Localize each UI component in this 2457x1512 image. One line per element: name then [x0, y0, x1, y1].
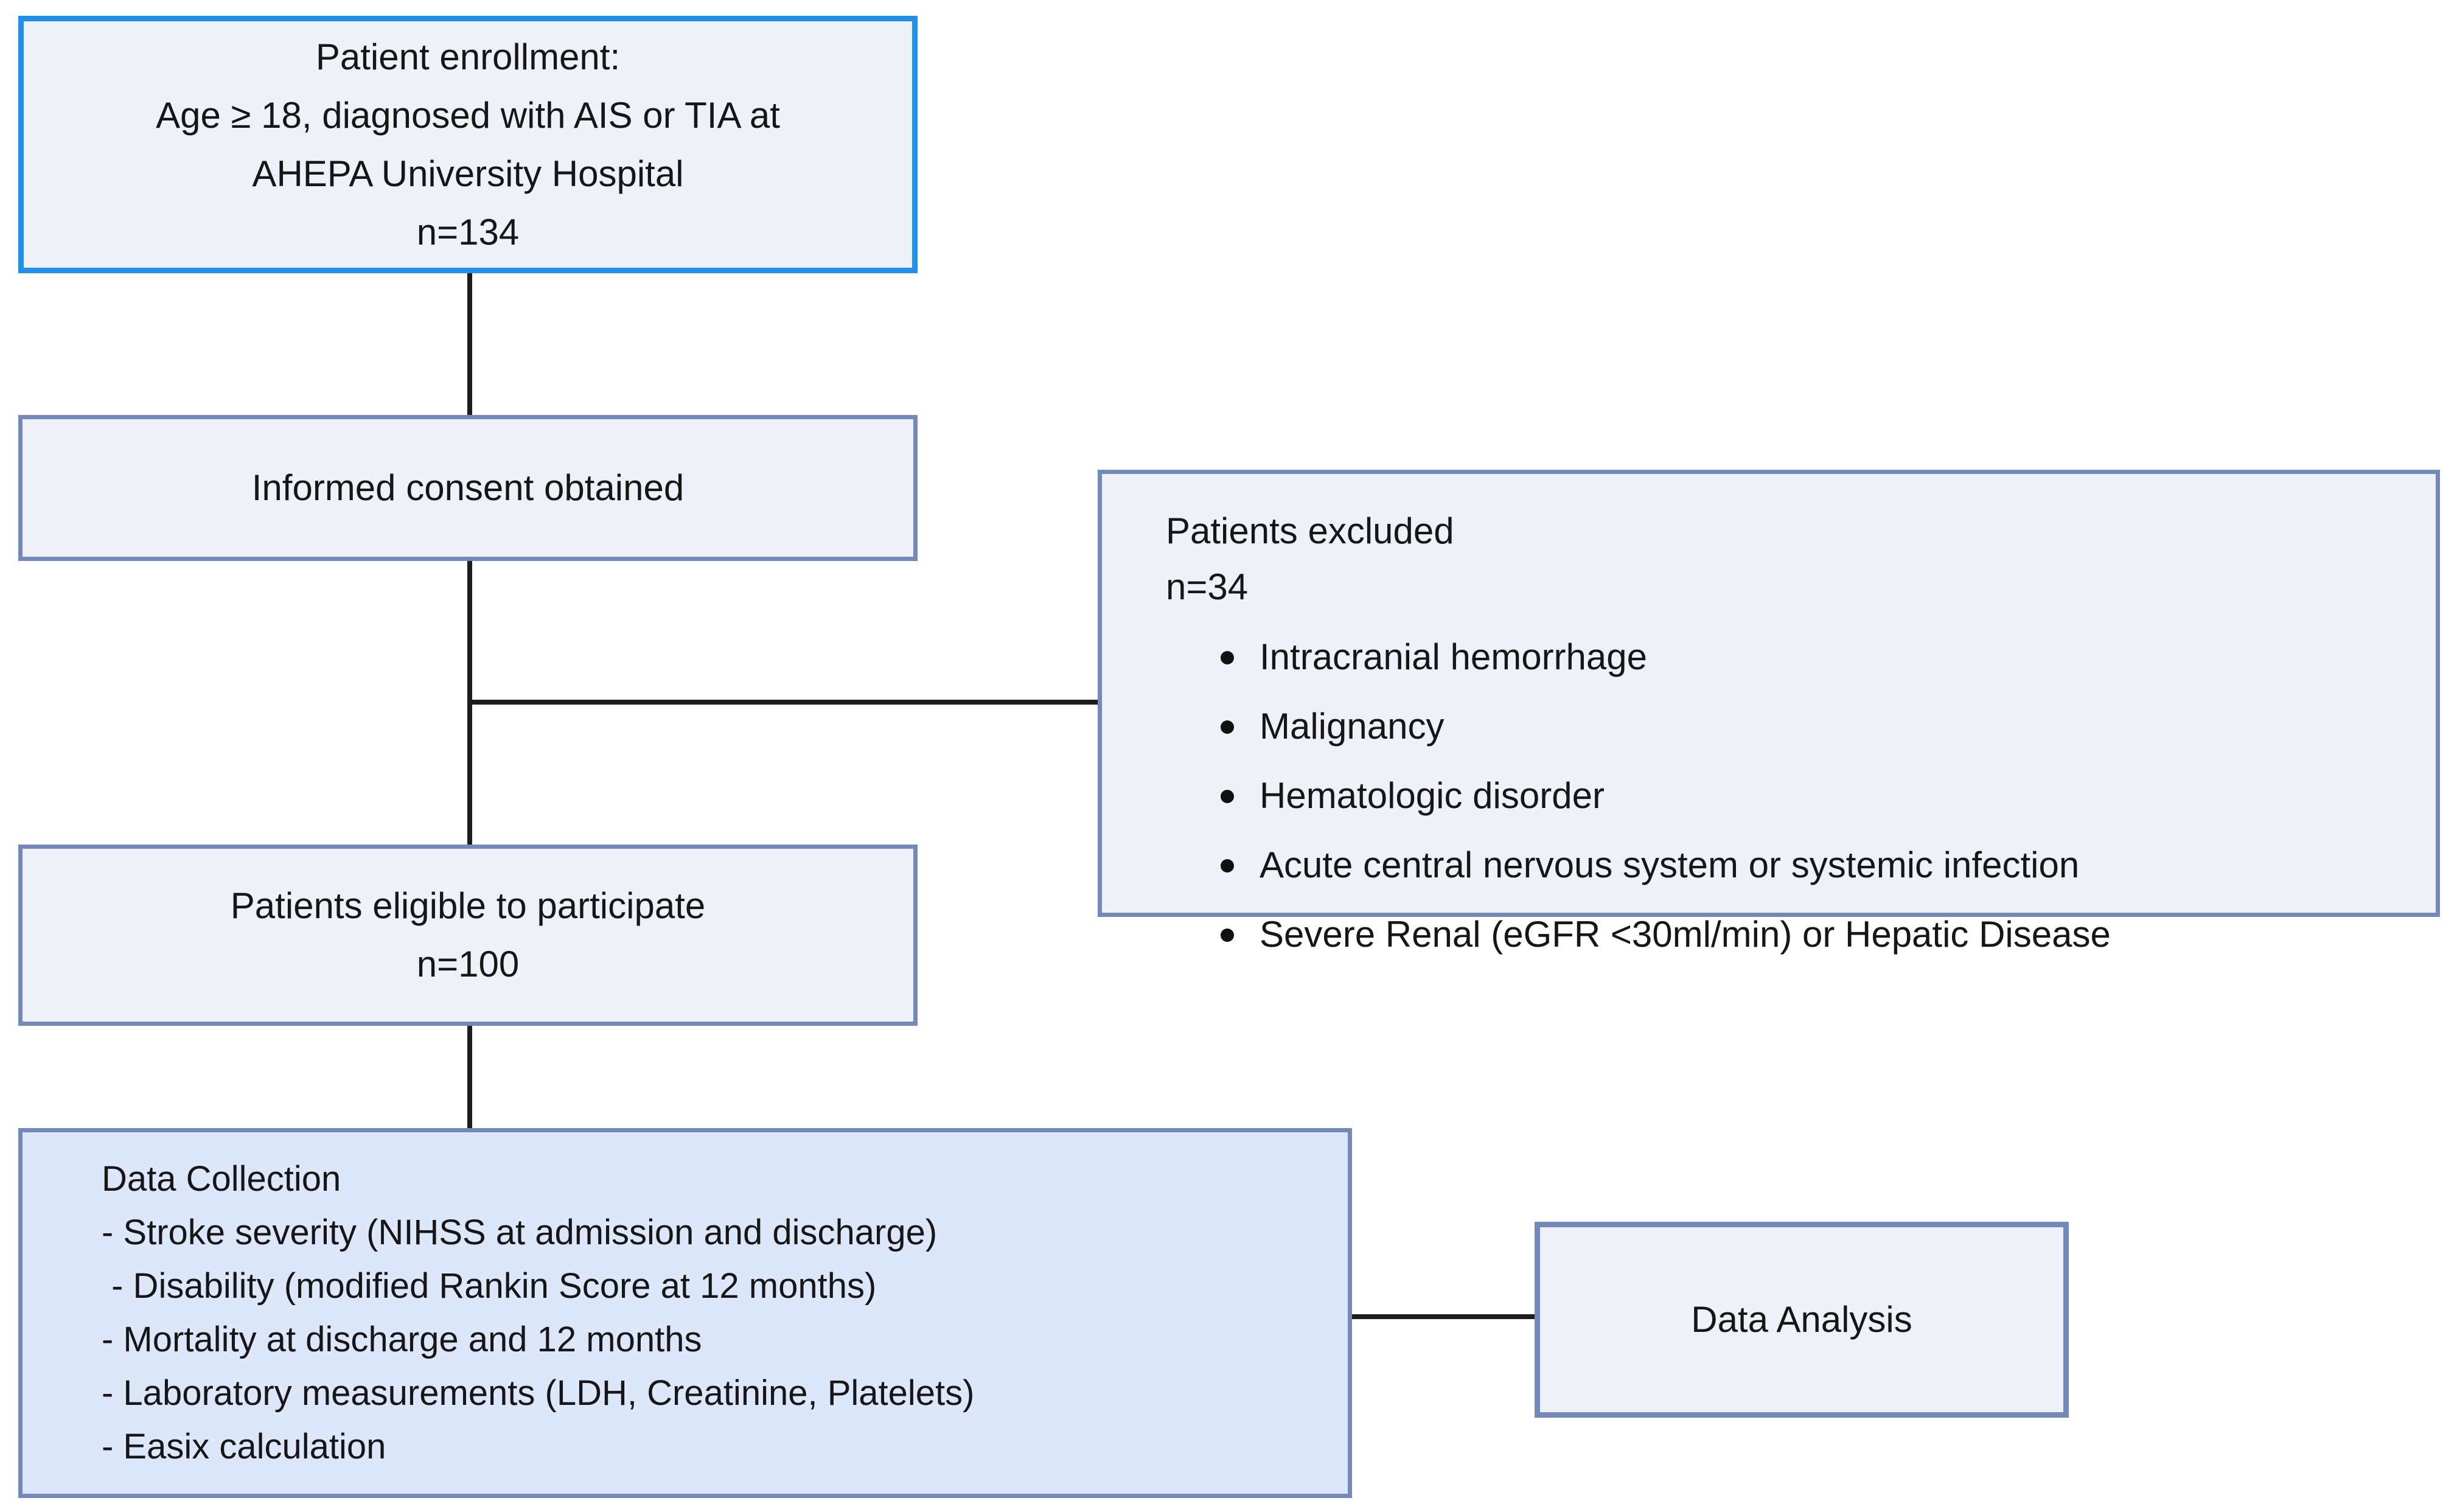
connector-eligible-collection	[467, 1026, 472, 1128]
excluded-count: n=34	[1166, 566, 1249, 607]
excluded-item-label: Intracranial hemorrhage	[1260, 636, 1648, 677]
list-item: Intracranial hemorrhage	[1221, 631, 2111, 683]
connector-enrollment-consent	[467, 273, 472, 415]
bullet-icon	[1221, 928, 1234, 942]
enrollment-title: Patient enrollment:	[315, 36, 621, 77]
consent-label: Informed consent obtained	[251, 467, 685, 508]
enrollment-count: n=134	[416, 211, 520, 253]
bullet-icon	[1221, 720, 1234, 734]
data-collection-item: - Laboratory measurements (LDH, Creatini…	[102, 1373, 975, 1413]
bullet-icon	[1221, 651, 1234, 664]
bullet-icon	[1221, 859, 1234, 873]
eligible-box: Patients eligible to participate n=100	[18, 845, 918, 1026]
data-collection-item: - Mortality at discharge and 12 months	[102, 1320, 702, 1359]
excluded-title: Patients excluded	[1166, 510, 1454, 551]
data-analysis-box: Data Analysis	[1535, 1222, 2069, 1418]
enrollment-criteria: Age ≥ 18, diagnosed with AIS or TIA at	[156, 94, 780, 136]
data-collection-item: - Disability (modified Rankin Score at 1…	[102, 1266, 877, 1306]
excluded-box: Patients excluded n=34 Intracranial hemo…	[1098, 470, 2440, 955]
data-collection-item: - Easix calculation	[102, 1427, 386, 1466]
eligible-label: Patients eligible to participate	[230, 885, 706, 926]
eligible-count: n=100	[416, 944, 520, 984]
enrollment-box: Patient enrollment: Age ≥ 18, diagnosed …	[18, 16, 918, 273]
bullet-icon	[1221, 790, 1234, 803]
data-analysis-label: Data Analysis	[1691, 1299, 1912, 1340]
data-collection-box: Data Collection - Stroke severity (NIHSS…	[18, 1128, 1352, 1498]
data-collection-item: - Stroke severity (NIHSS at admission an…	[102, 1213, 938, 1252]
excluded-item-label: Hematologic disorder	[1260, 775, 1605, 816]
connector-consent-eligible	[467, 561, 472, 845]
excluded-list: Intracranial hemorrhage Malignancy Hemat…	[1166, 631, 2111, 978]
enrollment-hospital: AHEPA University Hospital	[252, 153, 684, 194]
list-item: Malignancy	[1221, 700, 2111, 753]
data-collection-title: Data Collection	[102, 1159, 341, 1199]
excluded-item-label: Malignancy	[1260, 706, 1445, 747]
excluded-item-label: Acute central nervous system or systemic…	[1260, 845, 2080, 885]
connector-branch-excluded	[472, 700, 1098, 705]
consent-box: Informed consent obtained	[18, 415, 918, 561]
list-item: Hematologic disorder	[1221, 770, 2111, 822]
list-item: Acute central nervous system or systemic…	[1221, 839, 2111, 891]
excluded-item-label: Severe Renal (eGFR <30ml/min) or Hepatic…	[1260, 914, 2111, 955]
connector-collection-analysis	[1352, 1314, 1535, 1319]
list-item: Severe Renal (eGFR <30ml/min) or Hepatic…	[1221, 908, 2111, 961]
